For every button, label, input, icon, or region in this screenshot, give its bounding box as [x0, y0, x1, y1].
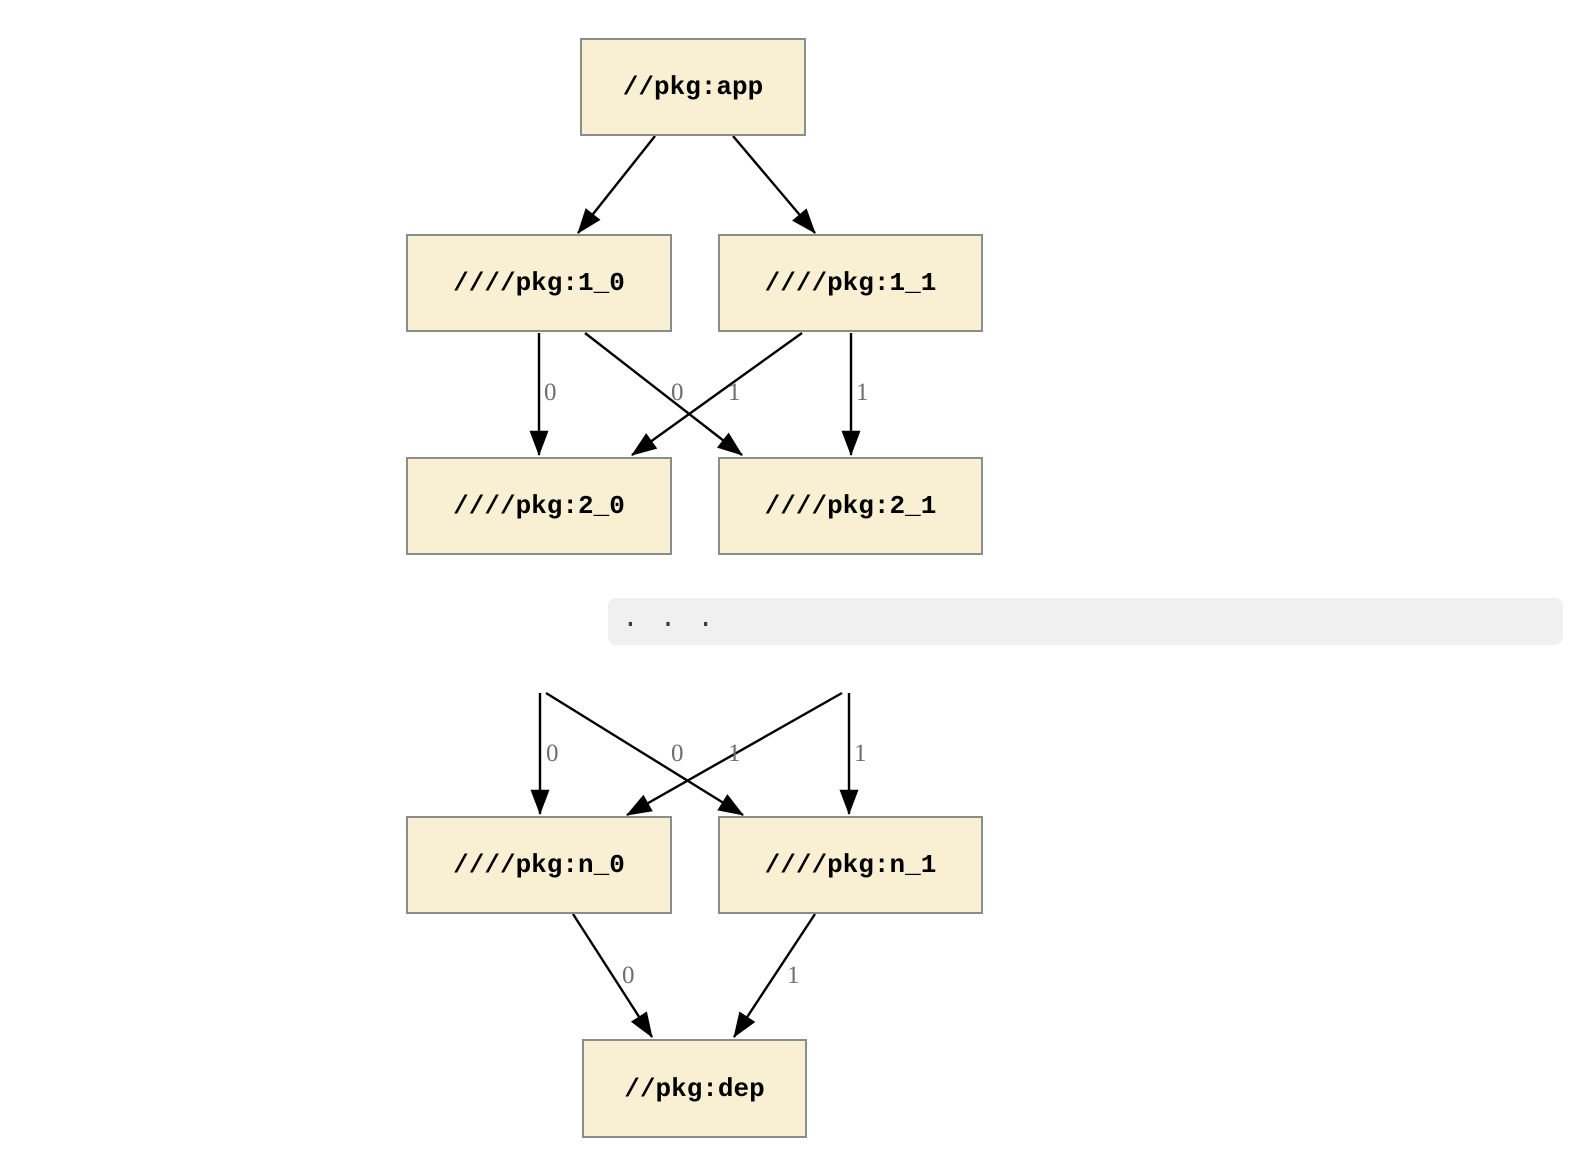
node-pkg-1_0: ////pkg:1_0 — [406, 234, 672, 332]
edge-label-hidden-n_0-cross: 0 — [671, 740, 684, 767]
node-pkg-1_1: ////pkg:1_1 — [718, 234, 983, 332]
edge-label-hidden-n_0-straight: 0 — [546, 740, 559, 767]
node-pkg-2_1-label: ////pkg:2_1 — [764, 491, 937, 521]
edge-app-to-1_0 — [577, 135, 656, 234]
node-pkg-1_0-label: ////pkg:1_0 — [453, 268, 625, 298]
node-pkg-1_1-label: ////pkg:1_1 — [764, 268, 937, 298]
edge-hidden-to-n_1-cross — [545, 691, 744, 817]
edge-label-hidden-n_1-straight: 1 — [854, 740, 867, 767]
edge-n_1-to-dep — [732, 913, 817, 1038]
ellipsis-band-text: . . . — [622, 604, 717, 635]
node-pkg-n_0-label: ////pkg:n_0 — [453, 850, 625, 880]
edge-n_0-to-dep — [571, 913, 654, 1038]
node-pkg-dep-label: //pkg:dep — [624, 1073, 765, 1104]
edge-label-1_0-2_1: 1 — [728, 379, 741, 406]
node-pkg-2_0: ////pkg:2_0 — [406, 457, 672, 555]
edge-label-1_0-2_0: 0 — [544, 379, 557, 406]
node-pkg-dep: //pkg:dep — [582, 1039, 807, 1138]
edge-label-hidden-n_1-cross: 1 — [728, 740, 741, 767]
node-pkg-n_0: ////pkg:n_0 — [406, 816, 672, 914]
edge-label-1_1-2_0: 0 — [671, 379, 684, 406]
ellipsis-band: . . . — [608, 598, 1563, 645]
node-pkg-app: //pkg:app — [580, 38, 806, 136]
edge-1_1-to-2_0 — [631, 332, 803, 456]
node-pkg-app-label: //pkg:app — [622, 72, 764, 102]
node-pkg-2_0-label: ////pkg:2_0 — [453, 491, 625, 521]
edge-label-n_0-dep: 0 — [622, 962, 635, 989]
edge-label-1_1-2_1: 1 — [856, 379, 869, 406]
node-pkg-n_1-label: ////pkg:n_1 — [764, 850, 937, 880]
edge-label-n_1-dep: 1 — [787, 962, 800, 989]
node-pkg-n_1: ////pkg:n_1 — [718, 816, 983, 914]
edge-app-to-1_1 — [732, 135, 816, 234]
edge-1_0-to-2_1 — [584, 332, 743, 456]
edge-hidden-to-n_0-cross — [626, 691, 843, 817]
node-pkg-2_1: ////pkg:2_1 — [718, 457, 983, 555]
